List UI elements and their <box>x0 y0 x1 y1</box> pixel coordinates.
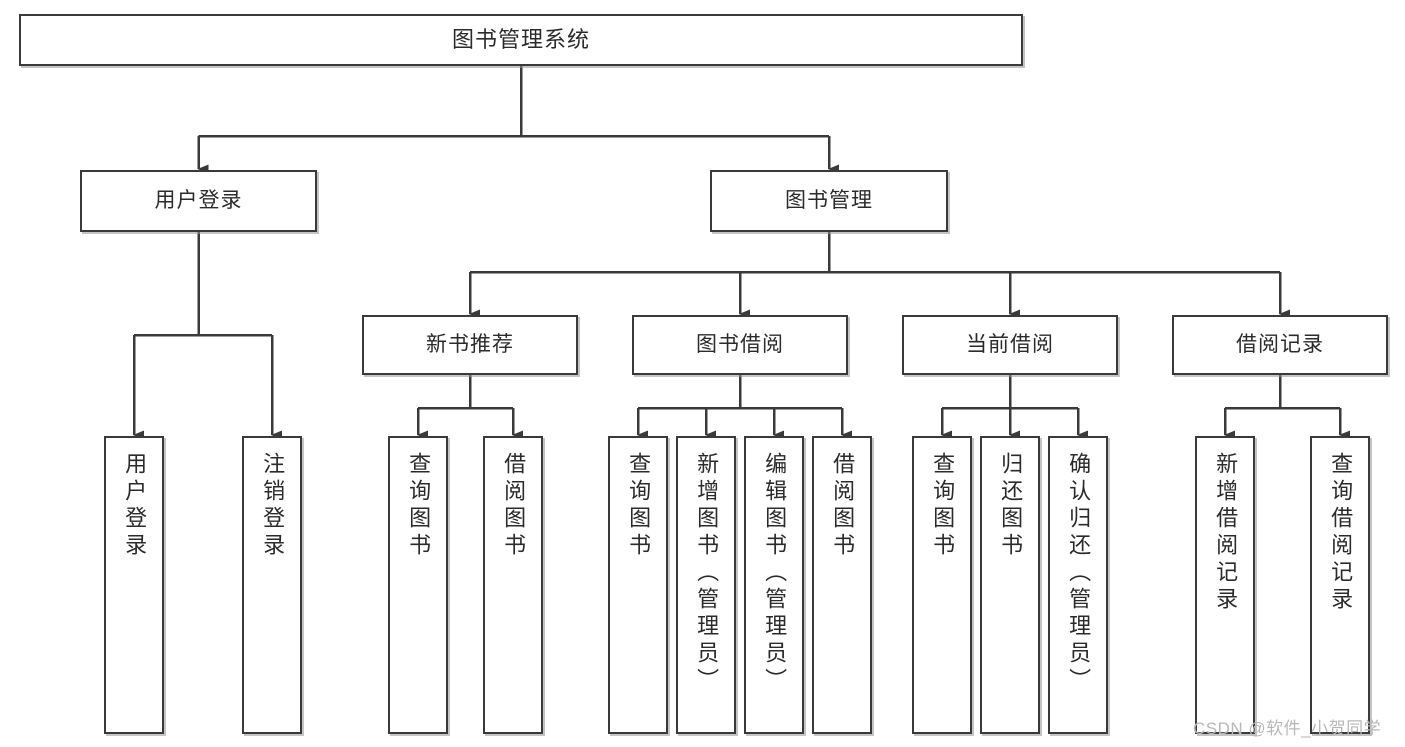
node-label: 用户登录 <box>154 188 243 212</box>
watermark: CSDN @软件_小贺同学 <box>1193 719 1382 738</box>
node-leaf-nb-borrow[interactable]: 借阅图书 <box>483 436 543 734</box>
node-label: 归还图书 <box>998 452 1024 560</box>
node-label: 新书推荐 <box>426 332 514 356</box>
node-leaf-re-add[interactable]: 新增借阅记录 <box>1195 436 1255 734</box>
node-label: 查询图书 <box>406 452 432 560</box>
node-leaf-bo-lend[interactable]: 借阅图书 <box>812 436 872 734</box>
node-login[interactable]: 用户登录 <box>80 170 317 232</box>
node-leaf-bo-add[interactable]: 新增图书（管理员） <box>676 436 736 734</box>
node-label: 借阅图书 <box>501 452 527 560</box>
node-label: 借阅图书 <box>830 452 856 560</box>
node-root[interactable]: 图书管理系统 <box>19 14 1023 66</box>
node-leaf-re-query[interactable]: 查询借阅记录 <box>1310 436 1370 734</box>
node-leaf-cu-query[interactable]: 查询图书 <box>912 436 972 734</box>
node-leaf-cu-ret[interactable]: 归还图书 <box>980 436 1040 734</box>
node-label: 确认归还（管理员） <box>1066 452 1092 695</box>
node-label: 图书借阅 <box>696 332 784 356</box>
node-leaf-cu-conf[interactable]: 确认归还（管理员） <box>1048 436 1108 734</box>
node-borrow[interactable]: 图书借阅 <box>632 315 848 375</box>
node-label: 图书管理 <box>785 188 873 212</box>
node-newbooks[interactable]: 新书推荐 <box>362 315 578 375</box>
node-label: 新增借阅记录 <box>1213 452 1239 614</box>
node-leaf-nb-query[interactable]: 查询图书 <box>388 436 448 734</box>
node-label: 借阅记录 <box>1236 332 1324 356</box>
node-leaf-bo-query[interactable]: 查询图书 <box>608 436 668 734</box>
node-current[interactable]: 当前借阅 <box>902 315 1118 375</box>
node-bookmgmt[interactable]: 图书管理 <box>710 170 948 232</box>
node-label: 图书管理系统 <box>451 27 590 53</box>
node-leaf-logout[interactable]: 注销登录 <box>242 436 302 734</box>
edge-group <box>132 66 1350 440</box>
node-label: 当前借阅 <box>966 332 1054 356</box>
node-label: 新增图书（管理员） <box>694 452 720 695</box>
node-leaf-login[interactable]: 用户登录 <box>104 436 164 734</box>
node-label: 查询图书 <box>626 452 652 560</box>
node-label: 查询图书 <box>930 452 956 560</box>
node-leaf-bo-edit[interactable]: 编辑图书（管理员） <box>744 436 804 734</box>
node-label: 注销登录 <box>260 452 286 560</box>
node-label: 查询借阅记录 <box>1328 452 1354 614</box>
node-label: 用户登录 <box>122 452 148 560</box>
node-label: 编辑图书（管理员） <box>762 452 788 695</box>
node-records[interactable]: 借阅记录 <box>1172 315 1388 375</box>
